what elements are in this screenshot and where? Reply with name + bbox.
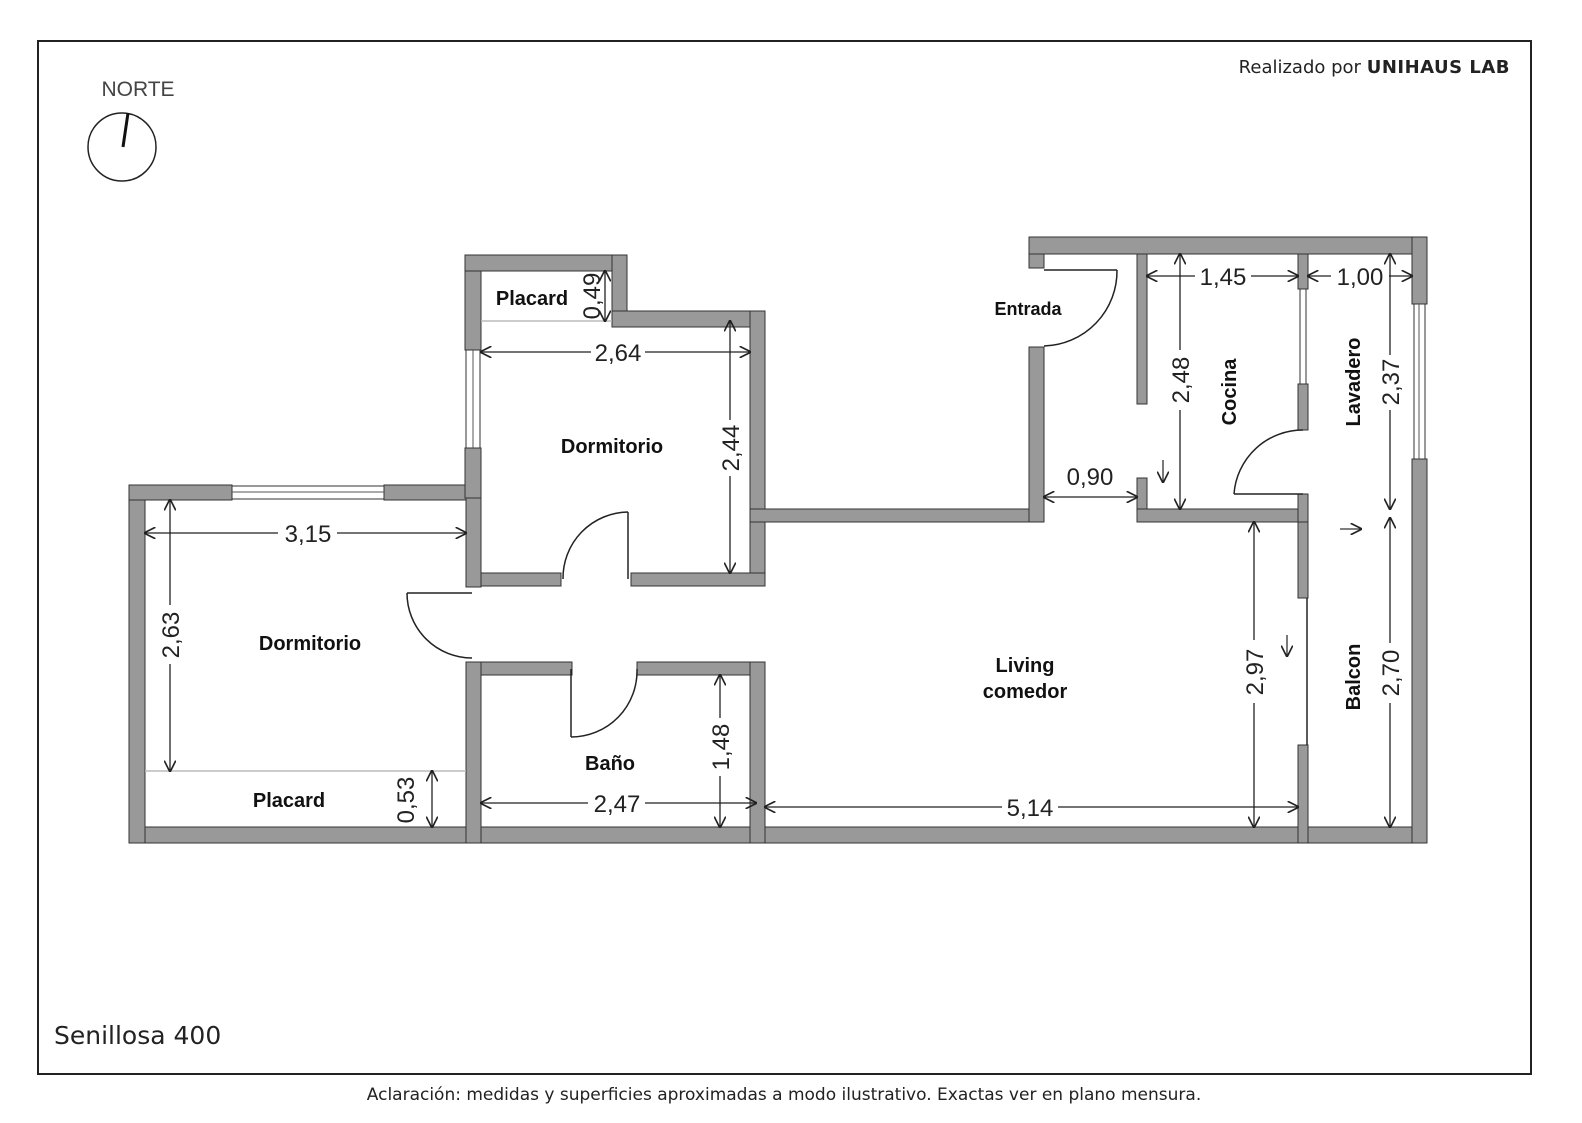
dim-bano-width: 2,47: [594, 791, 641, 818]
dim-cocina-width: 1,45: [1200, 264, 1247, 291]
dim-placard-top-depth: 0,49: [579, 273, 606, 320]
dim-living-depth: 2,97: [1242, 649, 1269, 696]
room-label-comedor: comedor: [983, 681, 1068, 703]
dim-dormitorio-top-depth: 2,44: [718, 425, 745, 472]
room-label-placard-bottom: Placard: [253, 790, 325, 812]
room-label-lavadero: Lavadero: [1343, 338, 1365, 427]
dim-bano-depth: 1,48: [708, 724, 735, 771]
room-label-dormitorio-top: Dormitorio: [561, 436, 663, 458]
compass-icon: NORTE: [87, 78, 175, 182]
room-label-placard-top: Placard: [496, 288, 568, 310]
dim-cocina-depth: 2,48: [1168, 357, 1195, 404]
room-label-bano: Baño: [585, 753, 635, 775]
disclaimer-text: Aclaración: medidas y superficies aproxi…: [367, 1085, 1201, 1105]
dim-dormitorio-left-depth: 2,63: [158, 612, 185, 659]
property-title: Senillosa 400: [54, 1021, 221, 1050]
room-label-balcon: Balcon: [1343, 644, 1365, 711]
dim-dormitorio-left-width: 3,15: [285, 521, 332, 548]
dim-living-width: 5,14: [1007, 795, 1054, 822]
dim-lavadero-depth: 2,37: [1378, 359, 1405, 406]
doors: [406, 269, 1304, 738]
brand-name: UNIHAUS LAB: [1367, 57, 1510, 78]
room-label-cocina: Cocina: [1219, 358, 1241, 426]
dimension-lines: [145, 254, 1412, 827]
page-frame: [37, 40, 1532, 1075]
dim-lavadero-width: 1,00: [1337, 264, 1384, 291]
direction-arrows: [1163, 460, 1361, 656]
dim-placard-bottom-depth: 0,53: [393, 777, 420, 824]
dim-balcon-depth: 2,70: [1378, 650, 1405, 697]
dim-entrance-gap: 0,90: [1067, 464, 1114, 491]
dim-dormitorio-top-width: 2,64: [595, 340, 642, 367]
room-label-dormitorio-left: Dormitorio: [259, 633, 361, 655]
compass-label: NORTE: [101, 78, 174, 101]
room-label-entrada: Entrada: [994, 299, 1062, 319]
walls: [128, 236, 1428, 844]
room-label-living: Living: [996, 655, 1055, 677]
credit-text: Realizado por UNIHAUS LAB: [1239, 57, 1510, 78]
